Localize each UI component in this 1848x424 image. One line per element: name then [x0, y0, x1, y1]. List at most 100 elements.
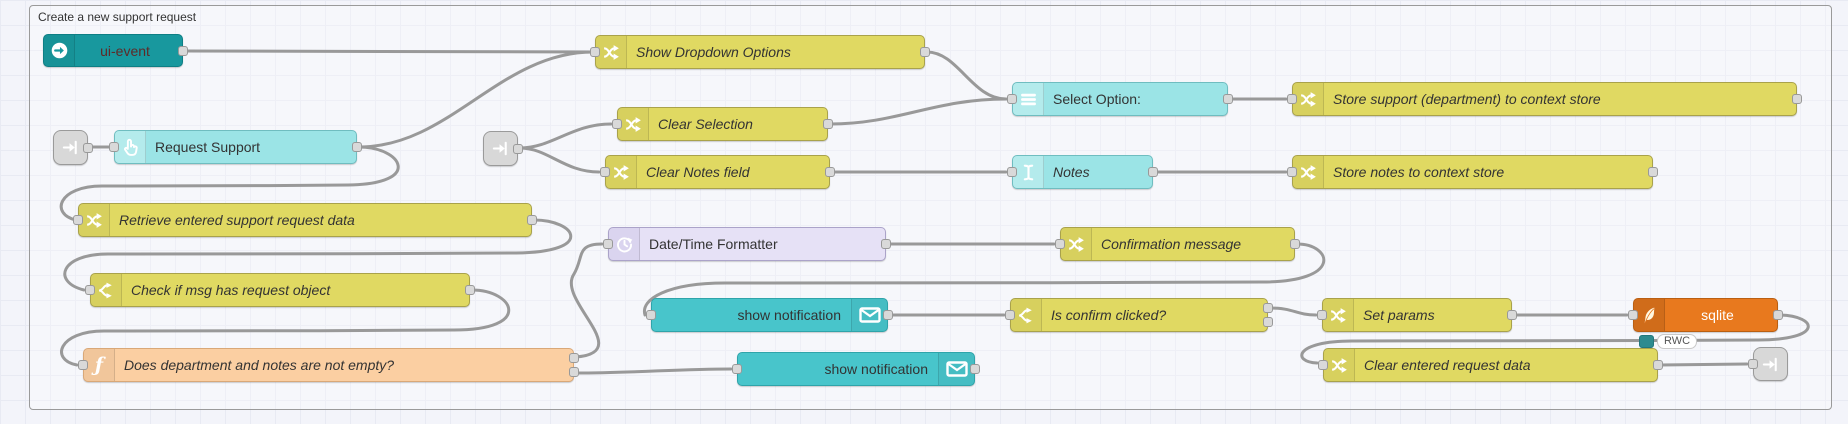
wire[interactable]: [574, 367, 733, 375]
input-port[interactable]: [78, 360, 88, 370]
wire[interactable]: [925, 50, 1008, 101]
output-port[interactable]: [83, 142, 93, 153]
output-port[interactable]: [178, 45, 188, 56]
node-clear-entered-request-data[interactable]: Clear entered request data: [1318, 348, 1663, 382]
wire[interactable]: [1300, 313, 1810, 365]
node-label: Set params: [1363, 307, 1435, 323]
input-port[interactable]: [1055, 239, 1065, 249]
wire[interactable]: [1268, 306, 1318, 317]
text-cursor-icon: [1019, 163, 1038, 182]
node-confirmation-message[interactable]: Confirmation message: [1055, 227, 1300, 261]
input-port[interactable]: [1005, 310, 1015, 320]
input-port[interactable]: [590, 47, 600, 57]
node-clear-notes-field[interactable]: Clear Notes field: [600, 155, 835, 189]
wire[interactable]: [1658, 362, 1749, 367]
input-port[interactable]: [1007, 94, 1017, 104]
input-port[interactable]: [109, 142, 119, 152]
output-port[interactable]: [1792, 94, 1802, 104]
event-arrow-icon: [50, 41, 69, 60]
node-check-request-object[interactable]: Check if msg has request object: [85, 273, 475, 307]
wire[interactable]: [60, 288, 511, 367]
output-port-2[interactable]: [1263, 317, 1273, 327]
feather-icon: [1640, 306, 1659, 325]
timer-icon: [615, 235, 634, 254]
node-label: Clear Notes field: [646, 164, 750, 180]
output-port[interactable]: [881, 239, 891, 249]
output-port[interactable]: [352, 142, 362, 152]
wire[interactable]: [518, 122, 613, 150]
function-icon: ƒ: [94, 353, 104, 376]
output-port[interactable]: [970, 364, 980, 374]
output-port[interactable]: [823, 119, 833, 129]
input-port[interactable]: [73, 215, 83, 225]
node-is-confirm-clicked[interactable]: Is confirm clicked?: [1005, 298, 1273, 332]
node-function-validate-not-empty[interactable]: ƒ Does department and notes are not empt…: [78, 348, 579, 382]
link-out-node[interactable]: [1748, 347, 1788, 381]
output-port-1[interactable]: [569, 353, 579, 363]
output-port[interactable]: [1507, 310, 1517, 320]
link-in-node-1[interactable]: [53, 130, 93, 165]
wire[interactable]: [63, 218, 573, 292]
link-icon: [491, 139, 510, 158]
shuffle-icon: [1330, 356, 1349, 375]
node-sqlite[interactable]: sqlite: [1628, 298, 1783, 332]
output-port[interactable]: [465, 285, 475, 295]
output-port[interactable]: [1290, 239, 1300, 249]
output-port[interactable]: [883, 310, 893, 320]
node-set-params[interactable]: Set params: [1317, 298, 1517, 332]
node-request-support[interactable]: Request Support: [109, 130, 362, 164]
node-label: Show Dropdown Options: [636, 44, 791, 60]
input-port[interactable]: [1628, 310, 1638, 320]
output-port[interactable]: [825, 167, 835, 177]
output-port-1[interactable]: [1263, 303, 1273, 313]
output-port[interactable]: [513, 143, 523, 154]
output-port[interactable]: [527, 215, 537, 225]
sqlite-mode-badge: RWC: [1657, 334, 1698, 349]
shuffle-icon: [1299, 90, 1318, 109]
wire[interactable]: [183, 49, 595, 54]
shuffle-icon: [1329, 306, 1348, 325]
output-port[interactable]: [1648, 167, 1658, 177]
node-label: show notification: [824, 361, 928, 377]
wire[interactable]: [642, 242, 1326, 317]
node-label: Notes: [1053, 164, 1090, 180]
node-store-support-to-context[interactable]: Store support (department) to context st…: [1287, 82, 1802, 116]
input-port[interactable]: [646, 310, 656, 320]
output-port[interactable]: [1223, 94, 1233, 104]
input-port[interactable]: [1317, 310, 1327, 320]
input-port[interactable]: [612, 119, 622, 129]
output-port[interactable]: [920, 47, 930, 57]
wire[interactable]: [828, 97, 1008, 126]
input-port[interactable]: [732, 364, 742, 374]
output-port[interactable]: [1653, 360, 1663, 370]
input-port[interactable]: [1318, 360, 1328, 370]
input-port[interactable]: [600, 167, 610, 177]
wire[interactable]: [570, 242, 604, 359]
output-port[interactable]: [1773, 310, 1783, 320]
wire[interactable]: [59, 145, 400, 222]
input-port[interactable]: [1748, 359, 1758, 369]
node-select-option[interactable]: Select Option:: [1007, 82, 1233, 116]
node-store-notes-to-context[interactable]: Store notes to context store: [1287, 155, 1658, 189]
input-port[interactable]: [1287, 167, 1297, 177]
node-datetime-formatter[interactable]: Date/Time Formatter: [603, 227, 891, 261]
node-show-dropdown-options[interactable]: Show Dropdown Options: [590, 35, 930, 69]
node-clear-selection[interactable]: Clear Selection: [612, 107, 833, 141]
wire[interactable]: [357, 50, 595, 149]
input-port[interactable]: [603, 239, 613, 249]
node-notes[interactable]: Notes: [1007, 155, 1158, 189]
input-port[interactable]: [1007, 167, 1017, 177]
input-port[interactable]: [1287, 94, 1297, 104]
node-show-notification-1[interactable]: show notification: [646, 298, 893, 332]
node-show-notification-2[interactable]: show notification: [732, 352, 980, 386]
node-label: Is confirm clicked?: [1051, 307, 1167, 323]
input-port[interactable]: [85, 285, 95, 295]
node-ui-event[interactable]: ui-event: [43, 34, 188, 67]
envelope-icon: [946, 360, 968, 378]
output-port-2[interactable]: [569, 367, 579, 377]
wire[interactable]: [518, 146, 601, 174]
output-port[interactable]: [1148, 167, 1158, 177]
node-retrieve-request-data[interactable]: Retrieve entered support request data: [73, 203, 537, 237]
link-in-node-2[interactable]: [483, 131, 523, 166]
